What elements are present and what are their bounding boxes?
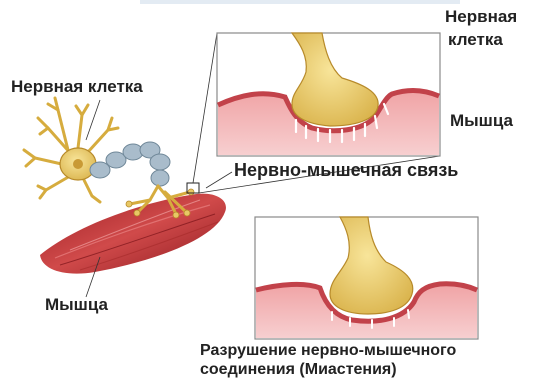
label-neuromuscular-junction: Нервно-мышечная связь	[234, 160, 458, 181]
label-muscle: Мышца	[45, 295, 108, 315]
top-edge-bar	[140, 0, 460, 4]
label-inset-muscle: Мышца	[450, 111, 513, 131]
label-nerve-cell: Нервная клетка	[11, 77, 143, 97]
muscle-illustration	[40, 194, 226, 274]
inset-damaged-junction	[255, 217, 478, 339]
neuron-illustration	[24, 98, 199, 218]
label-inset-nerve-cell-line2: клетка	[448, 30, 503, 50]
inset-healthy-junction	[217, 33, 440, 156]
caption-line1: Разрушение нервно-мышечного	[200, 342, 456, 360]
caption-line2: соединения (Миастения)	[200, 361, 397, 379]
label-inset-nerve-cell-line1: Нервная	[445, 7, 517, 27]
